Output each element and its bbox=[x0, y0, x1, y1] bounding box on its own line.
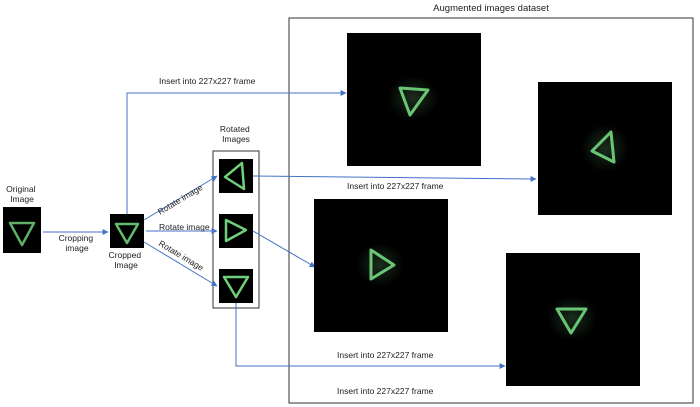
insert-arrow-2 bbox=[252, 175, 537, 182]
rotate-arrow-1 bbox=[143, 175, 218, 221]
cropping-label-line2: image bbox=[65, 243, 88, 253]
augmented-frame-2 bbox=[538, 82, 672, 215]
rotated-label-line2: Images bbox=[222, 134, 250, 144]
augmented-frame-4 bbox=[506, 253, 640, 386]
original-image bbox=[3, 207, 41, 253]
cropped-label-line2: Image bbox=[114, 260, 138, 270]
rotate-label-1: Rotate image bbox=[156, 182, 205, 217]
insert-label-1: Insert into 227x227 frame bbox=[159, 76, 256, 86]
rotated-label: Rotated Images bbox=[220, 124, 252, 144]
insert-label-4: Insert into 227x227 frame bbox=[337, 386, 434, 396]
dataset-container bbox=[288, 17, 694, 404]
cropping-label: Cropping image bbox=[59, 233, 96, 253]
insert-label-2: Insert into 227x227 frame bbox=[347, 181, 444, 191]
cropped-label: Cropped Image bbox=[109, 250, 144, 270]
dataset-title: Augmented images dataset bbox=[433, 3, 549, 14]
original-label-line2: Image bbox=[10, 194, 34, 204]
rotated-image-3 bbox=[219, 269, 253, 303]
rotated-image-2 bbox=[219, 214, 253, 248]
cropped-image bbox=[110, 214, 144, 248]
augmented-frame-1 bbox=[347, 33, 481, 166]
insert-arrow-3 bbox=[252, 230, 316, 268]
insert-arrow-4 bbox=[235, 303, 506, 369]
insert-arrow-1 bbox=[126, 90, 347, 214]
rotate-label-2: Rotate image bbox=[159, 222, 210, 232]
augmented-frame-3 bbox=[314, 199, 448, 332]
rotated-label-line1: Rotated bbox=[220, 124, 250, 134]
rotate-arrow-3 bbox=[143, 241, 218, 287]
rotate-label-3: Rotate image bbox=[157, 238, 206, 273]
insert-label-3: Insert into 227x227 frame bbox=[337, 350, 434, 360]
cropped-label-line1: Cropped bbox=[109, 250, 142, 260]
cropping-label-line1: Cropping bbox=[59, 233, 94, 243]
rotated-image-1 bbox=[219, 159, 253, 193]
original-label-line1: Original bbox=[6, 184, 35, 194]
original-label: Original Image bbox=[6, 184, 38, 204]
